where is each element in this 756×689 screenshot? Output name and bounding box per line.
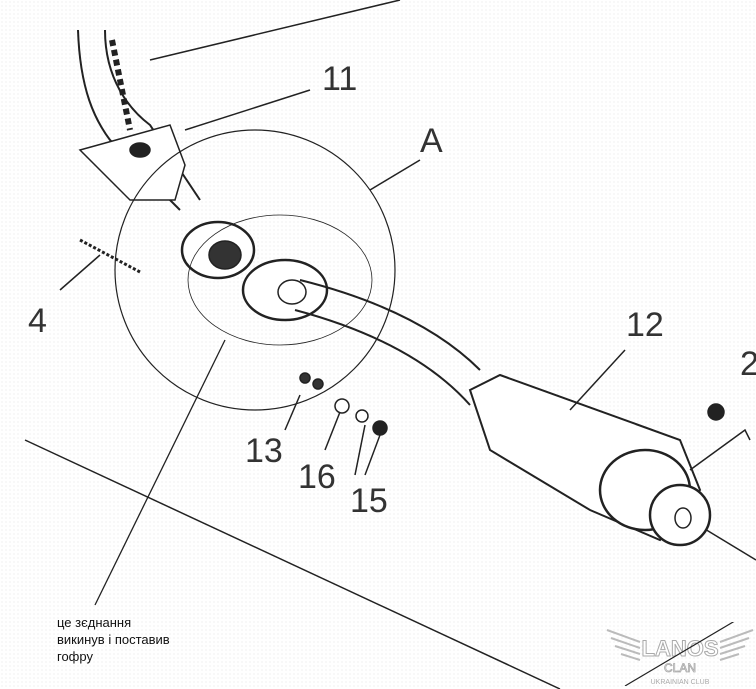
svg-text:UKRAINIAN CLUB: UKRAINIAN CLUB — [651, 679, 710, 686]
bolt-head — [129, 142, 151, 158]
callout-2: 2 — [740, 345, 756, 383]
callout-a: A — [420, 122, 443, 160]
callout-4: 4 — [28, 302, 47, 340]
bracket — [78, 124, 186, 201]
svg-text:LANOS: LANOS — [642, 636, 719, 661]
sensor — [109, 39, 133, 131]
note-line: це зєднання — [57, 615, 132, 630]
leader-line — [569, 349, 626, 411]
bolt — [79, 238, 141, 274]
wing-left-icon — [606, 629, 641, 661]
pipe — [294, 309, 471, 406]
front-pipe — [77, 29, 181, 211]
leader-line — [364, 434, 381, 476]
note-line: викинув і поставив — [57, 632, 170, 647]
nut — [312, 378, 324, 390]
floor-line — [149, 0, 401, 61]
leader-line — [369, 159, 421, 191]
floor-line — [24, 439, 561, 689]
callout-16: 16 — [298, 458, 336, 496]
callout-11: 11 — [322, 60, 357, 98]
nut — [299, 372, 311, 384]
pipe — [299, 279, 481, 371]
flange-hole — [277, 279, 307, 305]
nut — [372, 420, 388, 436]
leader-line — [354, 424, 366, 476]
leader-line — [59, 254, 101, 291]
svg-text:CLAN: CLAN — [664, 661, 696, 675]
callout-12: 12 — [626, 306, 664, 344]
note-line: гофру — [57, 649, 93, 664]
annotation-note: це зєднання викинув і поставив гофру — [57, 614, 170, 665]
rear-flange-hole — [674, 507, 692, 529]
leader-line — [689, 428, 751, 471]
leader-line — [184, 89, 311, 131]
flange-hole — [208, 240, 242, 270]
lanos-clan-logo: LANOS CLAN UKRAINIAN CLUB — [606, 622, 754, 686]
callout-13: 13 — [245, 432, 283, 470]
washer — [355, 409, 369, 423]
leader-line — [284, 394, 301, 431]
nut — [707, 403, 725, 421]
detail-circle-a — [114, 129, 396, 411]
washer — [334, 398, 350, 414]
callout-15: 15 — [350, 482, 388, 520]
detail-circle-inner — [187, 214, 373, 346]
annotation-arrow — [94, 339, 226, 606]
leader-line — [324, 411, 341, 451]
wing-right-icon — [719, 629, 754, 661]
